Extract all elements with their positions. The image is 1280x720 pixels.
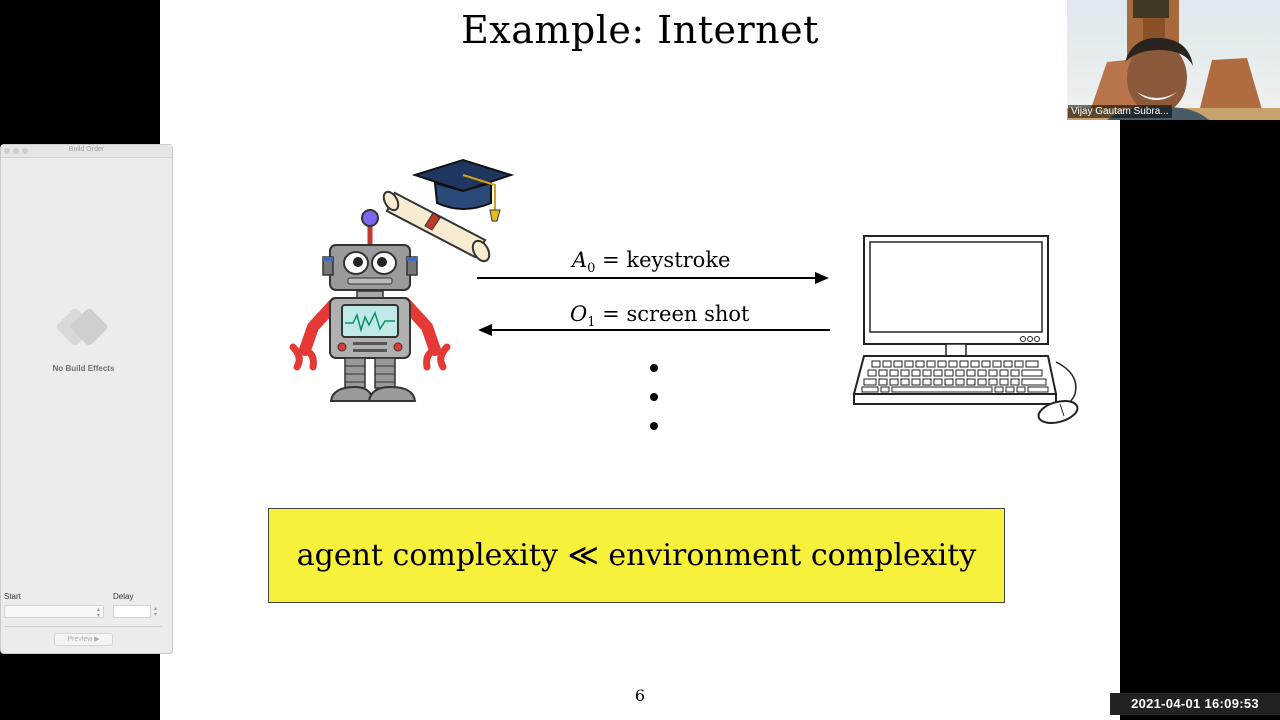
observation-sub: 1	[587, 315, 596, 331]
observation-var: O	[570, 302, 588, 326]
close-window-button[interactable]	[4, 148, 10, 154]
zoom-window-button[interactable]	[22, 148, 28, 154]
graduation-cap-icon	[411, 158, 515, 222]
page-number: 6	[634, 686, 646, 705]
action-label: A0 = keystroke	[572, 248, 730, 276]
recording-timestamp: 2021-04-01 16:09:53	[1110, 693, 1280, 715]
robot-agent-illustration	[289, 158, 515, 402]
build-effects-icon	[56, 308, 108, 346]
preview-button[interactable]: Preview ▶	[54, 633, 113, 646]
monitor-icon	[863, 235, 1049, 357]
participant-video-tile[interactable]: Vijay Gautam Subra...	[1067, 0, 1280, 120]
slide: Example: Internet	[160, 0, 1120, 720]
select-arrows-icon: ▴▾	[96, 607, 100, 619]
observation-text: = screen shot	[595, 302, 750, 326]
observation-label: O1 = screen shot	[570, 302, 749, 330]
keyboard-icon	[852, 355, 1058, 405]
computer-environment-illustration	[852, 235, 1079, 424]
participant-name: Vijay Gautam Subra...	[1068, 105, 1172, 118]
action-text: = keystroke	[595, 248, 731, 272]
slide-title: Example: Internet	[461, 8, 819, 52]
divider	[4, 626, 162, 627]
start-select[interactable]: ▴▾	[4, 605, 104, 619]
build-order-titlebar[interactable]: Build Order	[1, 145, 172, 158]
no-build-effects-label: No Build Effects	[52, 364, 115, 373]
action-var: A	[572, 248, 588, 272]
minimize-window-button[interactable]	[13, 148, 19, 154]
participant-video-feed	[1067, 0, 1280, 120]
delay-stepper[interactable]: ▴▾	[154, 606, 158, 618]
complexity-callout: agent complexity ≪ environment complexit…	[268, 508, 1005, 603]
delay-label: Delay	[113, 592, 134, 601]
observation-arrow	[478, 324, 830, 336]
start-label: Start	[4, 592, 21, 601]
build-order-panel: Build Order No Build Effects Start Delay…	[0, 144, 173, 654]
action-sub: 0	[587, 261, 596, 277]
diploma-icon	[382, 190, 491, 263]
action-arrow	[477, 272, 829, 284]
delay-input[interactable]	[113, 605, 151, 618]
mouse-icon	[1037, 361, 1079, 424]
vertical-ellipsis-icon	[650, 364, 658, 430]
build-order-title: Build Order	[68, 146, 105, 153]
